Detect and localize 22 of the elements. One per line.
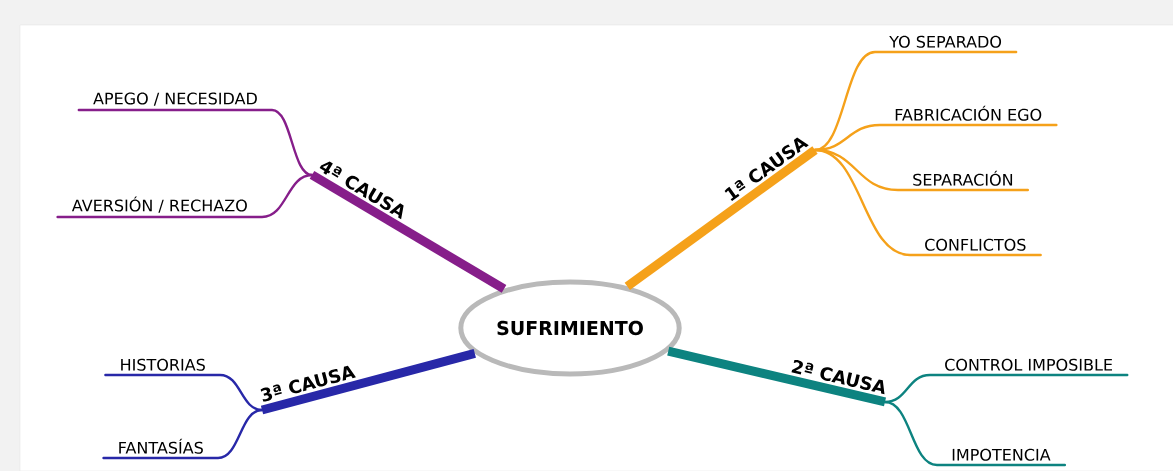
- topic-label: FABRICACIÓN EGO: [895, 105, 1042, 121]
- branch-label: 2ª CAUSA: [791, 360, 885, 395]
- topic-label: FANTASÍAS: [119, 438, 203, 454]
- branch-line: [102, 408, 264, 460]
- topic-label: AVERSIÓN / RECHAZO: [71, 196, 247, 213]
- branch-label: 3ª CAUSA: [260, 365, 356, 402]
- topic-label: CONTROL IMPOSIBLE: [945, 358, 1112, 371]
- topic-label: IMPOTENCIA: [952, 448, 1051, 461]
- branch-line: [883, 400, 1067, 467]
- topic-label: APEGO / NECESIDAD: [93, 92, 257, 106]
- branch-line: [260, 349, 476, 415]
- topic-label: CONFLICTOS: [925, 238, 1026, 251]
- topic-label: YO SEPARADO: [889, 35, 1002, 48]
- topic-label: HISTORIAS: [121, 358, 205, 371]
- branch-line: [813, 148, 1042, 257]
- branch-line: [77, 108, 314, 177]
- branch-line: [813, 50, 1018, 152]
- branch-line: [309, 171, 507, 293]
- topic-label: SEPARACIÓN: [913, 170, 1013, 186]
- branch-line: [56, 173, 314, 219]
- branch-line: [667, 346, 886, 407]
- branch-line: [624, 146, 818, 290]
